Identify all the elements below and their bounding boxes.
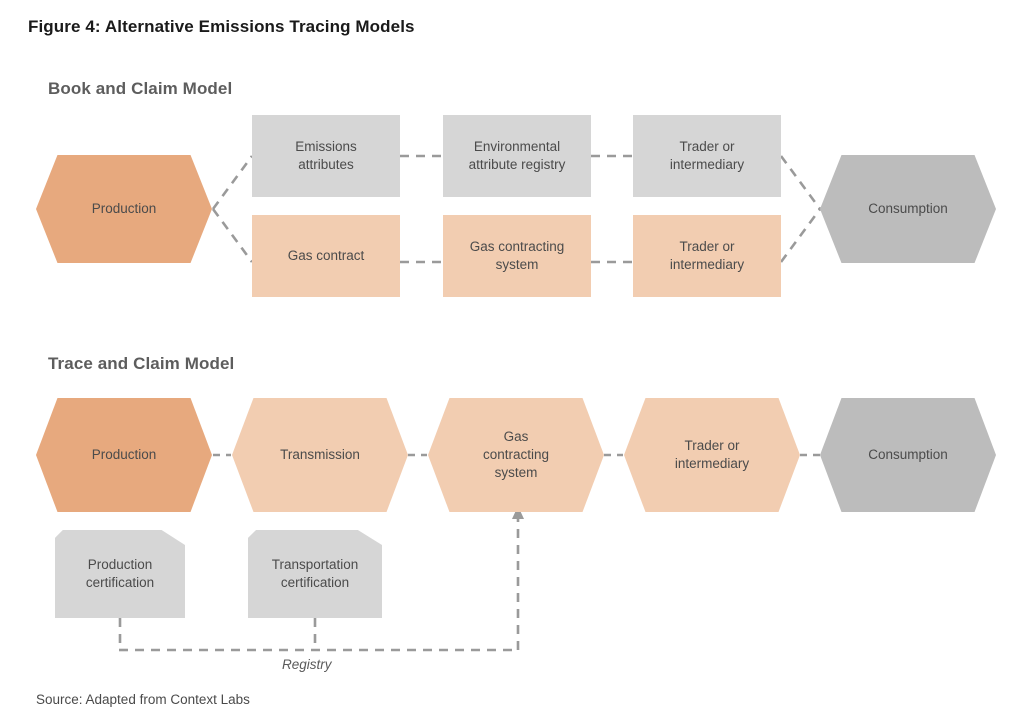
node-label: Transportation certification (271, 557, 359, 590)
trace-node-consumption[interactable]: Consumption (820, 398, 996, 512)
book-node-gas-contract[interactable]: Gas contract (252, 215, 400, 297)
node-label: Environmental attribute registry (468, 139, 566, 172)
book-node-trader-or-intermediary-bottom[interactable]: Trader or intermediary (633, 215, 781, 297)
node-label: Gas contracting system (482, 429, 550, 480)
node-label: Production certification (85, 557, 155, 590)
source-note: Source: Adapted from Context Labs (36, 692, 250, 707)
node-label: Gas contracting system (469, 239, 565, 272)
section-heading-trace-and-claim: Trace and Claim Model (48, 354, 235, 373)
figure-title: Figure 4: Alternative Emissions Tracing … (28, 17, 415, 36)
trace-node-gas-contracting-system[interactable]: Gas contracting system (428, 398, 604, 512)
book-node-environmental-attribute-registry[interactable]: Environmental attribute registry (443, 115, 591, 197)
node-label: Consumption (868, 447, 948, 463)
node-label: Trader or intermediary (669, 139, 745, 172)
node-label: Production (91, 447, 157, 463)
node-label: Production (91, 201, 157, 217)
trace-node-transmission[interactable]: Transmission (232, 398, 408, 512)
trace-node-transportation-certification[interactable]: Transportation certification (248, 530, 382, 618)
node-label: Consumption (868, 201, 948, 217)
node-label: Transmission (280, 447, 360, 463)
book-node-emissions-attributes[interactable]: Emissions attributes (252, 115, 400, 197)
section-heading-book-and-claim: Book and Claim Model (48, 79, 233, 98)
trace-node-production-certification[interactable]: Production certification (55, 530, 185, 618)
trace-node-production[interactable]: Production (36, 398, 212, 512)
registry-label: Registry (282, 657, 332, 672)
node-label: Trader or intermediary (674, 438, 750, 471)
book-node-gas-contracting-system[interactable]: Gas contracting system (443, 215, 591, 297)
book-node-consumption[interactable]: Consumption (820, 155, 996, 263)
book-node-trader-or-intermediary-top[interactable]: Trader or intermediary (633, 115, 781, 197)
node-label: Trader or intermediary (669, 239, 745, 272)
node-label: Emissions attributes (295, 139, 357, 172)
node-label: Gas contract (287, 248, 365, 264)
book-node-production[interactable]: Production (36, 155, 212, 263)
trace-node-trader-or-intermediary[interactable]: Trader or intermediary (624, 398, 800, 512)
